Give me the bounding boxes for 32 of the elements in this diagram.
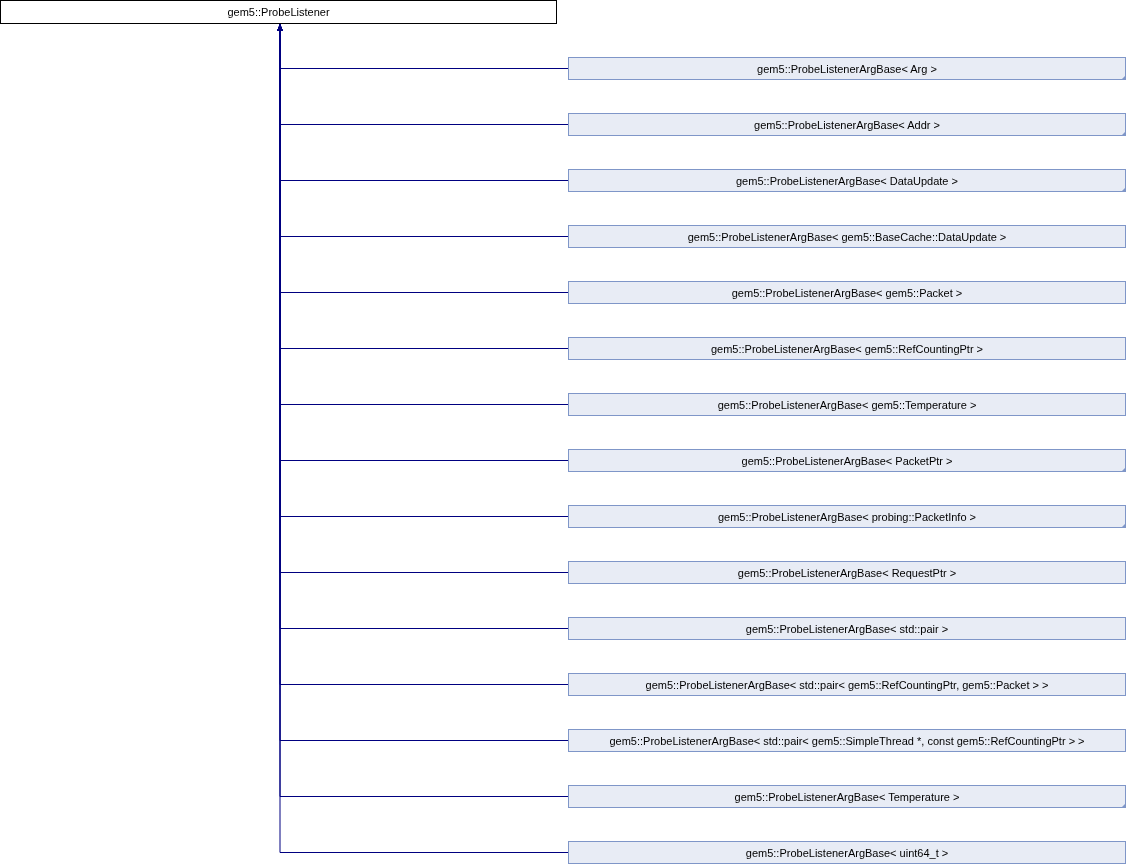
class-box xyxy=(568,169,1126,192)
class-name: gem5::ProbeListenerArgBase< uint64_t > xyxy=(745,846,949,859)
class-name: gem5::ProbeListenerArgBase< DataUpdate > xyxy=(736,174,958,187)
class-name: gem5::ProbeListenerArgBase< gem5::Packet > xyxy=(731,286,963,299)
class-box xyxy=(568,113,1126,136)
class-name: gem5::ProbeListenerArgBase< probing::PacketInfo > xyxy=(717,510,977,523)
class-box xyxy=(568,617,1126,640)
class-box xyxy=(568,729,1126,752)
class-name: gem5::ProbeListenerArgBase< gem5::Temperature > xyxy=(717,398,977,411)
class-box xyxy=(568,505,1126,528)
class-box xyxy=(568,785,1126,808)
class-box xyxy=(568,337,1126,360)
class-name: gem5::ProbeListenerArgBase< Arg > xyxy=(757,62,937,75)
class-name: gem5::ProbeListenerArgBase< std::pair< gem5::SimpleThread *, const gem5::RefCountingPtr > > xyxy=(609,734,1085,747)
class-box xyxy=(568,449,1126,472)
class-name: gem5::ProbeListenerArgBase< Addr > xyxy=(754,118,940,131)
class-box xyxy=(568,561,1126,584)
class-name: gem5::ProbeListenerArgBase< std::pair< gem5::RefCountingPtr, gem5::Packet > > xyxy=(645,678,1049,691)
class-box xyxy=(568,393,1126,416)
class-box xyxy=(0,0,557,24)
class-box xyxy=(568,673,1126,696)
class-box xyxy=(568,225,1126,248)
class-name: gem5::ProbeListenerArgBase< gem5::BaseCache::DataUpdate > xyxy=(687,230,1007,243)
class-name: gem5::ProbeListenerArgBase< Temperature > xyxy=(734,790,960,803)
class-box xyxy=(568,841,1126,864)
class-box xyxy=(568,57,1126,80)
class-name: gem5::ProbeListenerArgBase< std::pair > xyxy=(745,622,949,635)
class-name: gem5::ProbeListenerArgBase< gem5::RefCountingPtr > xyxy=(710,342,984,355)
class-name: gem5::ProbeListenerArgBase< RequestPtr > xyxy=(737,566,957,579)
class-name: gem5::ProbeListenerArgBase< PacketPtr > xyxy=(741,454,953,467)
class-name: gem5::ProbeListener xyxy=(227,6,330,18)
class-box xyxy=(568,281,1126,304)
